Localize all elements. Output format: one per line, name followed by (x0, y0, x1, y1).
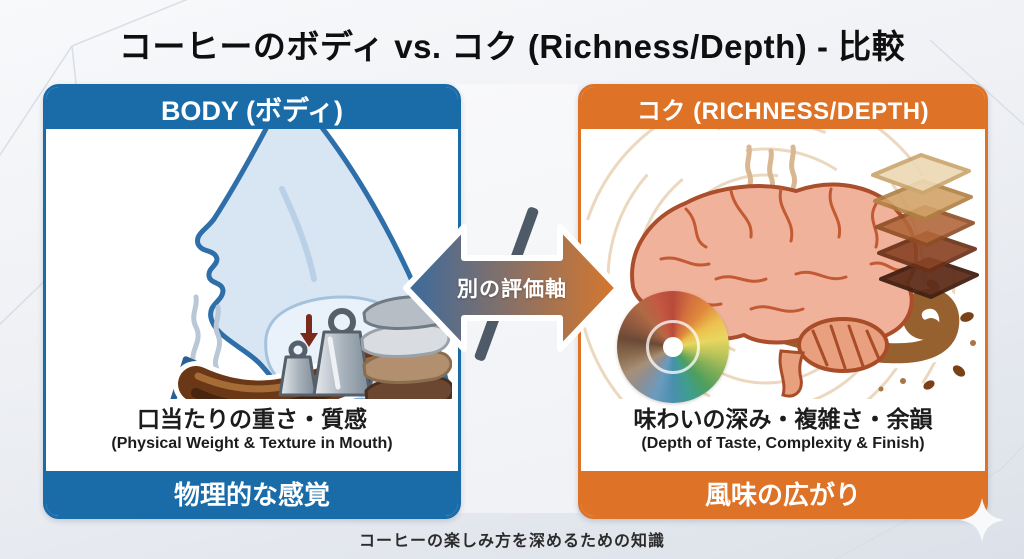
flavor-layer-stack-icon (871, 153, 979, 299)
body-caption-block: 口当たりの重さ・質感 (Physical Weight & Texture in… (46, 399, 458, 471)
richness-sub-text: (Depth of Taste, Complexity & Finish) (641, 435, 925, 453)
page-caption: コーヒーの楽しみ方を深めるための知識 (358, 533, 665, 550)
arrow-label: 別の評価軸 (457, 278, 567, 301)
body-main-text: 口当たりの重さ・質感 (137, 406, 367, 432)
sparkle-icon (960, 498, 1004, 542)
face-profile-illustration (141, 122, 455, 516)
richness-caption-block: 味わいの深み・複雑さ・余韻 (Depth of Taste, Complexit… (581, 399, 985, 471)
page-title: コーヒーのボディ vs. コク (Richness/Depth) - 比較 (118, 28, 906, 65)
double-headed-arrow-icon (403, 224, 621, 352)
richness-illustration (581, 89, 985, 469)
richness-footer-label: 風味の広がり (581, 471, 985, 516)
body-panel-header: BODY (ボディ) (46, 87, 458, 129)
body-illustration (46, 122, 458, 516)
body-sub-text: (Physical Weight & Texture in Mouth) (111, 435, 393, 453)
richness-main-text: 味わいの深み・複雑さ・余韻 (633, 406, 933, 432)
steam-icon (190, 294, 222, 374)
body-footer-label: 物理的な感覚 (46, 471, 458, 516)
down-arrow-icon (300, 314, 318, 347)
richness-panel: コク (RICHNESS/DEPTH) (578, 84, 988, 519)
flavor-wheel-icon (617, 291, 729, 403)
richness-panel-header: コク (RICHNESS/DEPTH) (581, 87, 985, 129)
